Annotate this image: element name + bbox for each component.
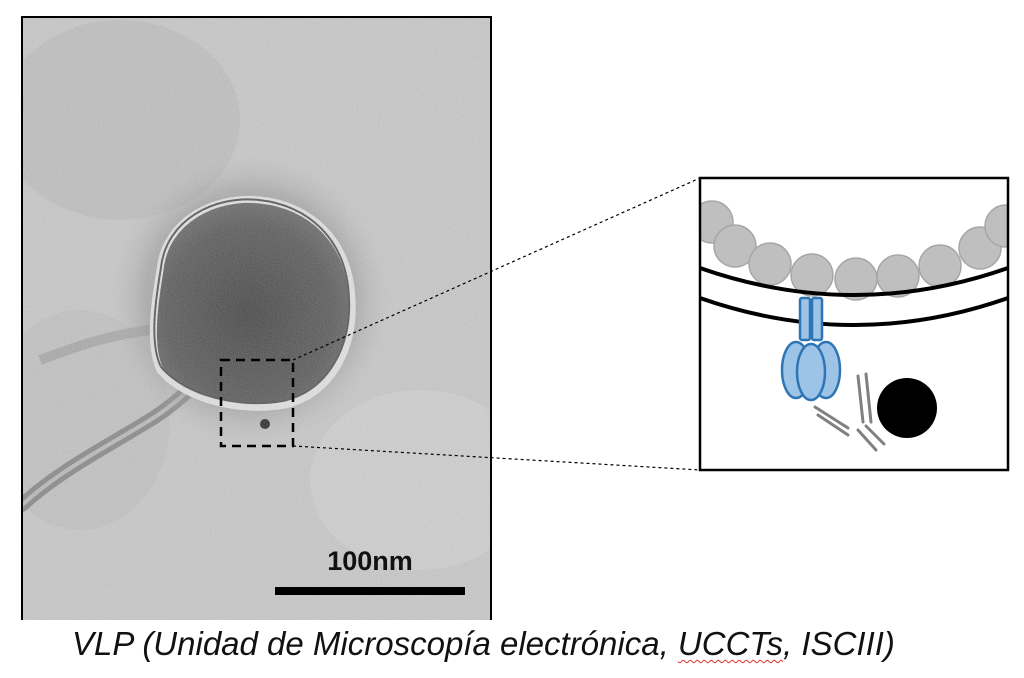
capsid-bead bbox=[918, 244, 962, 288]
capsid-bead-chain bbox=[700, 200, 1008, 301]
membrane-outer-line bbox=[700, 266, 1008, 297]
y-shaped-antibody-icon bbox=[813, 372, 886, 452]
scale-bar bbox=[275, 587, 465, 595]
gold-nanoparticle-icon bbox=[877, 378, 937, 438]
inset-schematic bbox=[698, 176, 1010, 472]
zoom-connector-bottom bbox=[292, 445, 701, 471]
capsid-bead bbox=[713, 224, 757, 268]
caption-flagged-word: UCCTs bbox=[677, 625, 784, 662]
capsid-bead bbox=[790, 253, 834, 297]
inset-border bbox=[698, 176, 1010, 472]
figure-canvas: 100nm bbox=[21, 16, 1010, 620]
caption-prefix: VLP (Unidad de Microscopía electrónica, bbox=[72, 625, 678, 662]
micrograph-border bbox=[21, 16, 492, 620]
zoom-selection-box bbox=[219, 358, 295, 448]
micrograph-panel: 100nm bbox=[22, 17, 491, 620]
caption-suffix: , ISCIII) bbox=[783, 625, 895, 662]
trimeric-spike-protein-icon bbox=[780, 296, 842, 402]
capsid-bead bbox=[984, 204, 1008, 248]
scale-bar-label: 100nm bbox=[327, 546, 413, 576]
figure-caption: VLP (Unidad de Microscopía electrónica, … bbox=[72, 624, 1012, 664]
micrograph-grain bbox=[22, 17, 491, 620]
membrane-inner-line bbox=[700, 296, 1008, 327]
zoom-connector-top bbox=[292, 177, 701, 361]
capsid-bead bbox=[876, 254, 920, 298]
capsid-bead bbox=[748, 242, 792, 286]
